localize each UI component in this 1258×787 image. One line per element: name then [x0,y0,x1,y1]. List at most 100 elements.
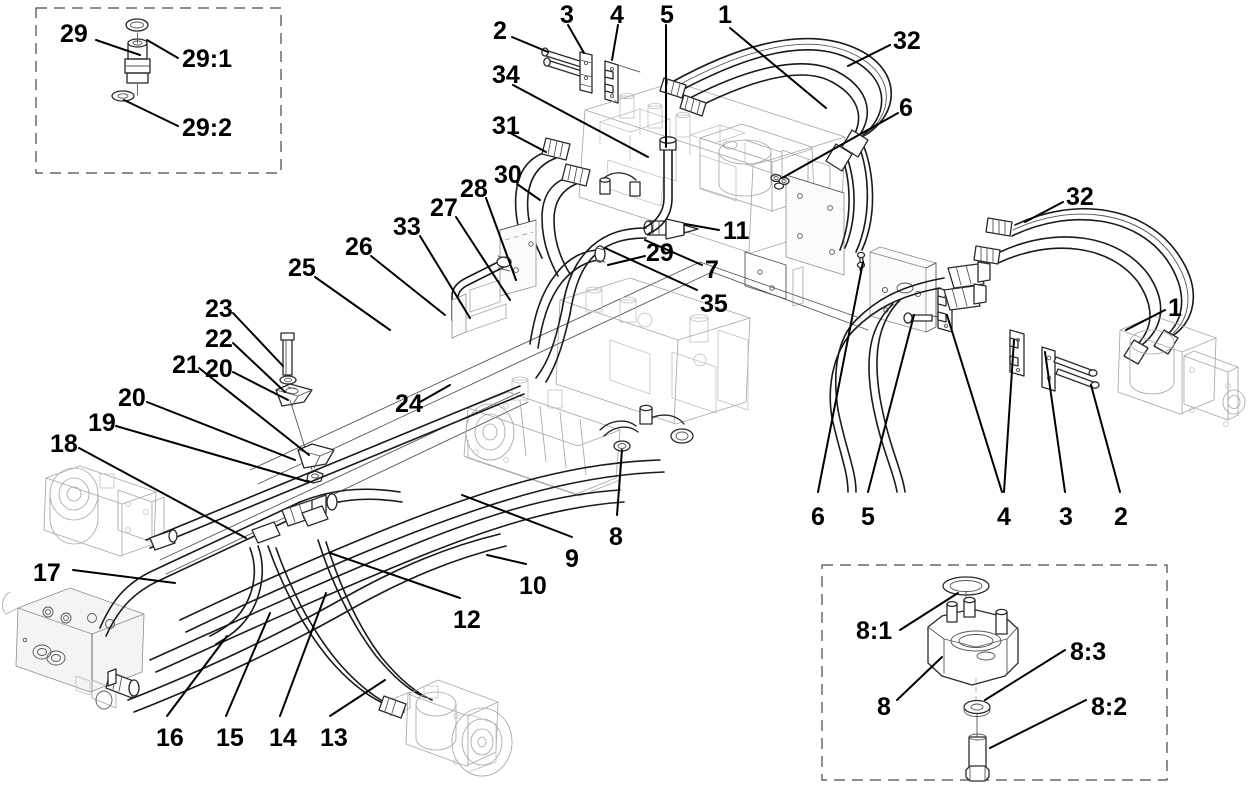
right-assembly [973,208,1246,427]
leader-line [225,612,271,717]
callout-8: 8 [877,693,891,721]
callout-31: 31 [492,112,520,140]
leader-lines [72,24,1166,749]
part-8-2-bolt [965,733,990,782]
callout-11: 11 [723,217,750,245]
top-pump-assembly [541,47,846,307]
callout-30: 30 [494,161,522,189]
leader-line [644,239,703,266]
clamp-plate-3-right [1041,346,1056,392]
hose-ferrule-stack-center [943,261,991,311]
callout-18: 18 [50,430,78,458]
leader-line [684,223,720,231]
callout-23: 23 [205,295,233,323]
leader-line [516,183,541,201]
bracket-group-left [451,219,537,339]
leader-line [616,449,623,516]
callout-13: 13 [320,724,348,752]
clamp-group-center-right [829,246,1100,493]
leader-line [729,27,827,109]
leader-line [899,592,959,631]
bolts-2-right [1053,356,1100,389]
clamp-20-upper [275,383,313,407]
callout-21: 21 [172,351,200,379]
part-29-valve [124,32,151,96]
leader-line [1044,351,1066,493]
center-fittings-and-hoses [514,136,699,383]
motor-left-mid [43,465,165,557]
leader-line [329,552,461,599]
lower-hose-network [99,385,665,777]
callout-5: 5 [861,503,875,531]
callout-3: 3 [1059,503,1073,531]
callout-22: 22 [205,325,233,353]
callout-9: 9 [565,545,579,573]
motor-lower-right [389,679,513,777]
leader-line [232,312,284,367]
callout-15: 15 [216,724,244,752]
leader-line [419,384,451,403]
pump-assembly-center [159,261,869,575]
callout-3: 3 [560,1,574,29]
part-29-1-oring [125,18,149,32]
callout-2: 2 [493,17,507,45]
motor-right [1117,315,1246,427]
leader-line [567,24,585,54]
leader-line [511,36,549,53]
callout-4: 4 [610,1,624,29]
clamp-plate-3-top [579,51,593,94]
callout-8-3: 8:3 [1070,638,1107,666]
hose-34 [643,136,677,235]
callout-29-1: 29:1 [182,45,233,73]
leader-line [198,367,310,456]
leader-line [329,679,386,717]
callout-34: 34 [492,61,520,89]
detail-box-8 [821,564,1168,782]
lower-bracket-33 [451,279,507,339]
callout-8: 8 [609,523,623,551]
callout-32: 32 [893,27,921,55]
callout-20: 20 [205,355,233,383]
bolt-23 [280,332,295,376]
leader-line [512,84,649,158]
bracket-plate-28 [499,219,537,297]
leader-line [115,425,310,483]
leader-line [984,649,1066,701]
callout-1: 1 [718,1,732,29]
hose-ferrules-top [659,77,869,172]
leader-line [611,24,619,61]
hose-couplings-lower [107,493,338,687]
part-8-flange [927,596,1019,686]
callout-6: 6 [899,94,913,122]
leader-line [847,44,891,67]
callout-1: 1 [1168,294,1182,322]
part-8-3-washer [963,699,991,717]
callout-7: 7 [705,256,719,284]
leader-line [867,314,915,493]
hardware-group-left [275,332,335,484]
callout-6: 6 [811,503,825,531]
callout-29: 29 [646,239,674,267]
leader-line [1024,201,1064,223]
leader-line [166,635,228,717]
callout-29: 29 [60,20,88,48]
leader-line [1125,309,1166,331]
leader-line [419,235,471,319]
callout-27: 27 [430,194,458,222]
leader-line [314,276,391,331]
leader-line [781,112,899,179]
leader-line [279,592,327,717]
callout-8-1: 8:1 [856,617,893,645]
leader-line [232,371,289,401]
motor-upper-center [699,123,831,213]
leader-line [78,447,247,539]
leader-line [607,255,646,266]
leader-line [370,255,446,316]
mount-plate-upper-right [744,174,845,307]
washer-22 [279,375,297,385]
leader-line [146,39,179,59]
callout-35: 35 [700,290,728,318]
frame-rails [159,261,869,575]
